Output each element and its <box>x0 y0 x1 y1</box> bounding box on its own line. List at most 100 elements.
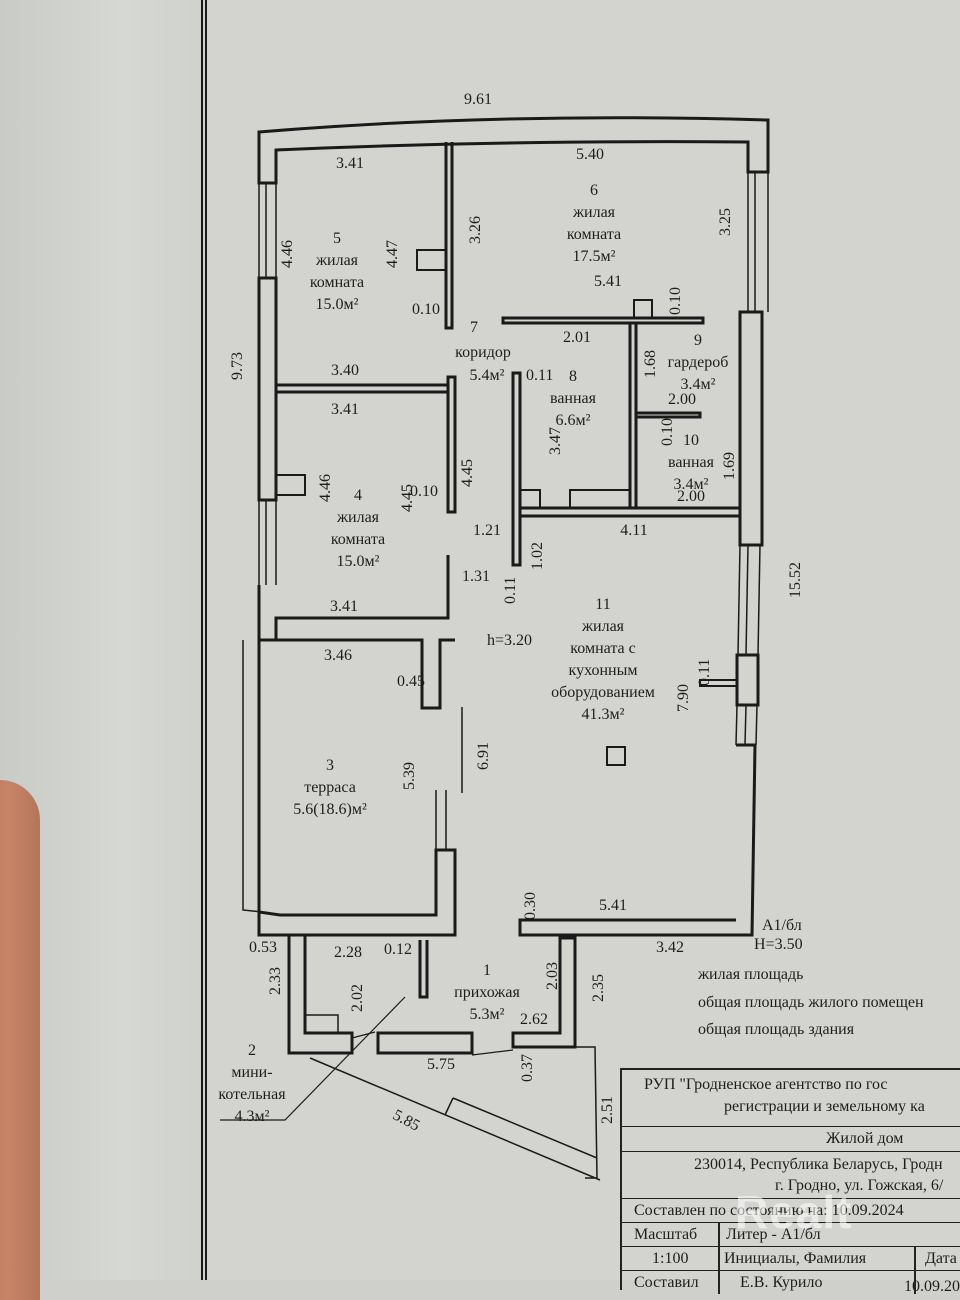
room-area: 5.3м² <box>469 1006 505 1023</box>
room-11-ceiling-height: h=3.20 <box>487 632 533 649</box>
wall-right-upper <box>738 310 764 547</box>
liter-label: А1/бл <box>762 917 802 934</box>
dim-r1-door: 0.37 <box>519 1054 536 1082</box>
wall-4-corridor <box>446 375 457 514</box>
wall-hall-inner <box>418 940 429 999</box>
initials-header: Инициалы, Фамилия <box>724 1250 867 1267</box>
dim-r7-a: 2.01 <box>563 329 591 346</box>
room-area: 4.3м² <box>234 1108 270 1125</box>
window-right-2 <box>737 544 761 656</box>
compiled-name: Е.В. Курило <box>740 1274 823 1291</box>
fixture-r4 <box>275 474 306 496</box>
dim-r9-side: 1.68 <box>642 350 659 378</box>
dim-r7-wall: 0.11 <box>526 367 554 384</box>
wall-right-mid <box>735 653 760 707</box>
dim-r10-side: 1.69 <box>721 452 738 480</box>
dim-r4-wall: 0.10 <box>410 483 438 500</box>
window-right-1 <box>747 172 769 312</box>
room-name: комната с <box>570 640 636 657</box>
wall-5-6 <box>444 142 454 330</box>
wall-left-upper <box>257 276 278 502</box>
state-date: Составлен по состоянию на: 10.09.2024 <box>634 1202 904 1219</box>
stamp-divider <box>914 1246 916 1294</box>
wall-hall-left <box>287 935 354 1055</box>
stub-wall-r11 <box>699 679 738 687</box>
dim-ext-right: 2.35 <box>590 974 607 1002</box>
dim-r3-right: 5.39 <box>401 762 418 790</box>
legend-total-building-area: общая площадь здания <box>698 1021 855 1038</box>
dim-r6-right: 3.25 <box>717 208 734 236</box>
window-left-1 <box>258 183 277 278</box>
wall-8-9 <box>628 323 638 508</box>
object-type: Жилой дом <box>826 1130 904 1147</box>
dim-r6-wall: 0.10 <box>667 287 684 315</box>
dim-r1-right: 2.03 <box>544 962 561 990</box>
room-number: 9 <box>694 332 702 349</box>
dim-r7-b: 1.21 <box>473 522 501 539</box>
wall-hall-right <box>511 936 577 1049</box>
leader-boiler <box>220 996 406 1121</box>
door-arc <box>351 1031 514 1056</box>
room-name: гардероб <box>667 354 729 371</box>
room-number: 1 <box>482 962 491 979</box>
room-area: 41.3м² <box>581 706 625 723</box>
dim-r2-left: 2.33 <box>267 967 284 995</box>
room-7-area: 5.4м² <box>469 367 505 384</box>
dim-r5-wall: 0.10 <box>412 301 440 318</box>
dim-r2-wall: 0.53 <box>249 939 277 956</box>
dim-r11-left: 6.91 <box>475 742 492 770</box>
dim-r7-e: 0.11 <box>502 576 519 604</box>
room-11-label: 11 жилая комната с кухонным оборудование… <box>551 594 655 726</box>
address-line2: г. Гродно, ул. Гожская, 6/ <box>775 1177 944 1194</box>
room-name: ванная <box>549 390 597 407</box>
dim-r6-bottom: 5.41 <box>594 273 622 290</box>
dim-r11-bottom: 5.41 <box>599 897 627 914</box>
legend-total-dwelling-area: общая площадь жилого помещен <box>698 994 924 1011</box>
title-block-address-row: 230014, Республика Беларусь, Гродн г. Гр… <box>622 1151 960 1199</box>
room-name: жилая <box>581 618 625 635</box>
dim-r9-bottom: 2.00 <box>668 391 696 408</box>
dim-r2-right: 2.02 <box>349 984 366 1012</box>
room-2-label: 2 мини- котельная 4.3м² <box>218 1040 285 1128</box>
room-name: жилая <box>572 204 616 221</box>
title-block-header-row: 1:100 Инициалы, Фамилия Дата <box>622 1246 960 1271</box>
wall-left-lower <box>257 555 450 642</box>
compiled-label: Составил <box>634 1274 699 1291</box>
wall-bath-bottom <box>520 506 742 518</box>
dim-r4-right2: 4.45 <box>459 459 476 487</box>
stamp-divider <box>718 1222 720 1294</box>
room-area: 15.0м² <box>336 553 380 570</box>
dim-r5-left: 4.46 <box>279 240 296 268</box>
room-6-label: 6 жилая комната 17.5м² <box>567 180 621 268</box>
room-number: 10 <box>683 432 699 449</box>
dim-r7-c: 1.31 <box>462 568 490 585</box>
dim-r6-top: 5.40 <box>576 146 604 163</box>
dim-left-height: 9.73 <box>229 352 246 380</box>
dim-r3-top: 3.46 <box>324 647 352 664</box>
room-area: 15.0м² <box>315 296 359 313</box>
org-name-line2: регистрации и земельному ка <box>724 1098 925 1115</box>
room-name: комната <box>566 226 622 243</box>
fixture-r5 <box>416 249 447 271</box>
room-9-label: 9 гардероб 3.4м² <box>668 330 729 396</box>
scale-value: 1:100 <box>652 1250 689 1267</box>
room-4-label: 4 жилая комната 15.0м² <box>331 485 385 573</box>
wall-6-bottom <box>501 316 705 325</box>
wall-outer-top <box>257 116 770 185</box>
room-5-label: 5 жилая комната 15.0м² <box>310 228 364 316</box>
title-block-org-row: РУП "Гродненское агентство по гос регист… <box>622 1070 960 1127</box>
room-area: 17.5м² <box>572 248 616 265</box>
liter-info: Литер - А1/бл <box>726 1226 821 1243</box>
room-number: 8 <box>569 368 577 385</box>
dim-r5-top: 3.41 <box>336 155 364 172</box>
dim-r1-wall: 0.12 <box>384 941 412 958</box>
finger-in-photo <box>0 780 40 1300</box>
dim-ext-bottom2: 3.42 <box>656 939 684 956</box>
room-number: 6 <box>589 182 598 199</box>
fixture-kitchen <box>606 746 626 766</box>
dim-r3-wall: 0.45 <box>397 673 425 690</box>
room-number: 5 <box>332 230 341 247</box>
room-name: мини- <box>231 1064 273 1081</box>
boiler-box <box>305 1014 339 1033</box>
